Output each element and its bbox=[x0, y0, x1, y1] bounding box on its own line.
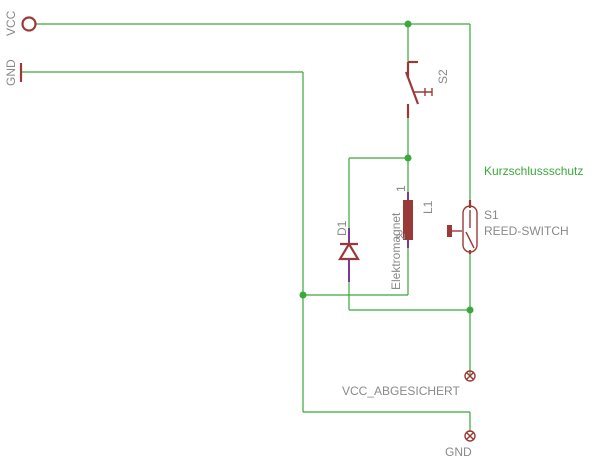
diode-d1: D1 bbox=[335, 220, 360, 282]
l1-label: L1 bbox=[421, 200, 435, 214]
gnd-supply: GND bbox=[4, 59, 23, 86]
coil-l1: 1 L1 2 Elektromagnet bbox=[389, 185, 435, 290]
s2-label: S2 bbox=[436, 69, 450, 84]
d1-triangle-icon bbox=[338, 241, 360, 261]
l1-coil-icon bbox=[403, 200, 413, 240]
vcc-abgesichert-terminal-icon bbox=[464, 370, 476, 382]
gnd-bottom-label: GND bbox=[445, 445, 472, 459]
s1-label: S1 bbox=[484, 208, 499, 222]
vcc-label: VCC bbox=[4, 10, 18, 36]
l1-pin1-label: 1 bbox=[394, 185, 408, 192]
s1-contact-lower bbox=[465, 231, 475, 249]
gnd-top-label: GND bbox=[4, 59, 18, 86]
reed-switch-label: REED-SWITCH bbox=[484, 224, 569, 238]
l1-pin2-label: 2 bbox=[394, 233, 408, 240]
vcc-abgesichert-label: VCC_ABGESICHERT bbox=[342, 384, 460, 398]
gnd-terminal-icon bbox=[464, 430, 476, 442]
reed-switch-s1: S1 REED-SWITCH bbox=[447, 200, 569, 254]
terminal-vcc-abgesichert: VCC_ABGESICHERT bbox=[342, 370, 476, 398]
elektromagnet-label: Elektromagnet bbox=[389, 212, 403, 290]
d1-label: D1 bbox=[335, 220, 349, 236]
junction-gnd-coil bbox=[299, 291, 307, 299]
kurzschlussschutz-label: Kurzschlussschutz bbox=[484, 164, 583, 178]
vcc-supply: VCC bbox=[4, 10, 37, 36]
s2-contact-arm bbox=[404, 71, 420, 105]
vcc-terminal-icon bbox=[21, 16, 37, 32]
gnd-terminal-cross-b bbox=[466, 432, 474, 440]
junction-s2-coil bbox=[404, 154, 412, 162]
vcc-abgesichert-cross-b bbox=[466, 372, 474, 380]
junction-vcc-s2 bbox=[404, 20, 412, 28]
wires bbox=[21, 23, 471, 432]
junctions bbox=[299, 20, 474, 314]
switch-s2: S2 bbox=[404, 60, 450, 118]
junction-reed-return bbox=[466, 306, 474, 314]
terminal-gnd: GND bbox=[445, 430, 476, 459]
s1-magnet-icon bbox=[447, 225, 452, 237]
